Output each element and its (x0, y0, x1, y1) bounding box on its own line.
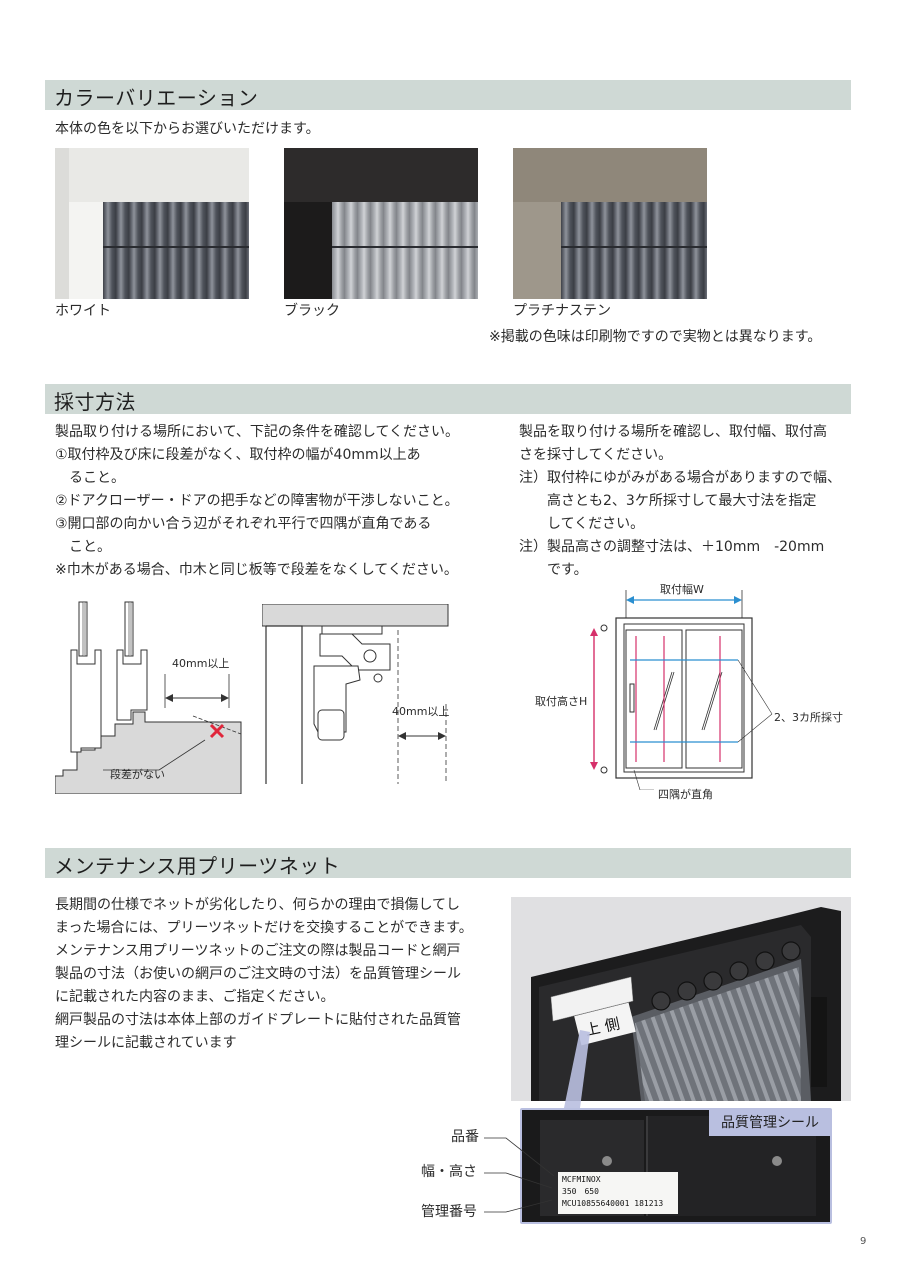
text-line: 理シールに記載されています (55, 1035, 237, 1051)
text-line: ③開口部の向かい合う辺がそれぞれ平行で四隅が直角である (55, 516, 432, 532)
seal-management-number: MCU10855640001 181213 (562, 1199, 664, 1208)
section-title: 採寸方法 (54, 390, 136, 414)
page-number: 9 (860, 1236, 867, 1247)
step-label: 段差がない (110, 768, 165, 781)
section-header-measure: 採寸方法 (45, 384, 851, 414)
photo-seal-connector (564, 1030, 590, 1108)
closer-width-label: 40mm以上 (392, 705, 450, 718)
text-line: 製品を取り付ける場所を確認し、取付幅、取付高 (519, 424, 827, 440)
text-line: 製品の寸法（お使いの網戸のご注文時の寸法）を品質管理シール (55, 966, 461, 982)
seal-title: 品質管理シール (709, 1110, 831, 1136)
swatch-label: ブラック (284, 303, 340, 319)
seal-size: 350 650 (562, 1187, 599, 1196)
text-line: ①取付枠及び床に段差がなく、取付枠の幅が40mm以上あ (55, 447, 421, 463)
callout-product-code: 品番 (451, 1129, 479, 1145)
color-note: ※掲載の色味は印刷物ですので実物とは異なります。 (489, 329, 822, 345)
text-line: さを採寸してください。 (519, 447, 673, 463)
swatch-label: ホワイト (55, 303, 111, 319)
door-closer-diagram (262, 604, 449, 784)
text-line: ②ドアクローザー・ドアの把手などの障害物が干渉しないこと。 (55, 493, 459, 509)
swatch-label: プラチナステン (513, 303, 611, 319)
step-width-label: 40mm以上 (172, 657, 230, 670)
text-line: に記載された内容のまま、ご指定ください。 (55, 989, 335, 1005)
swatch-white-image (55, 148, 249, 299)
swatch-platinum-image (513, 148, 707, 299)
text-line: メンテナンス用プリーツネットのご注文の際は製品コードと網戸 (55, 943, 461, 959)
corner-label: 四隅が直角 (658, 788, 713, 801)
text-line: ※巾木がある場合、巾木と同じ板等で段差をなくしてください。 (55, 562, 458, 578)
section-header-color: カラーバリエーション (45, 80, 851, 110)
text-line: まった場合には、プリーツネットだけを交換することができます。 (55, 920, 473, 936)
seal-sticker: MCFMINOX 350 650 MCU10855640001 181213 (558, 1172, 678, 1214)
callout-management-number: 管理番号 (421, 1204, 477, 1220)
section-title: カラーバリエーション (54, 86, 259, 110)
text-line: ること。 (55, 470, 125, 486)
seal-product-code: MCFMINOX (562, 1175, 601, 1184)
text-line: です。 (519, 562, 588, 578)
width-w-label: 取付幅W (660, 583, 704, 596)
floor-step-diagram (55, 601, 242, 794)
callout-size: 幅・高さ (421, 1164, 477, 1180)
text-line: 注）取付枠にゆがみがある場合がありますので幅、 (519, 470, 841, 486)
callout-lines (484, 1137, 555, 1213)
height-h-label: 取付高さH (535, 695, 588, 708)
frame-measure-diagram (590, 590, 773, 790)
text-line: してください。 (519, 516, 645, 532)
swatch-black-image (284, 148, 478, 299)
section-title: メンテナンス用プリーツネット (54, 854, 341, 878)
measure-points-label: 2、3カ所採寸 (774, 711, 843, 724)
color-intro: 本体の色を以下からお選びいただけます。 (55, 121, 320, 137)
text-line: こと。 (55, 539, 111, 555)
text-line: 高さとも2、3ケ所採寸して最大寸法を指定 (519, 493, 817, 509)
product-photo (511, 897, 851, 1101)
text-line: 製品取り付ける場所において、下記の条件を確認してください。 (55, 424, 460, 440)
text-line: 長期間の仕様でネットが劣化したり、何らかの理由で損傷してし (55, 897, 461, 913)
section-header-maintenance: メンテナンス用プリーツネット (45, 848, 851, 878)
text-line: 網戸製品の寸法は本体上部のガイドプレートに貼付された品質管 (55, 1012, 461, 1028)
text-line: 注）製品高さの調整寸法は、＋10mm -20mm (519, 539, 825, 555)
